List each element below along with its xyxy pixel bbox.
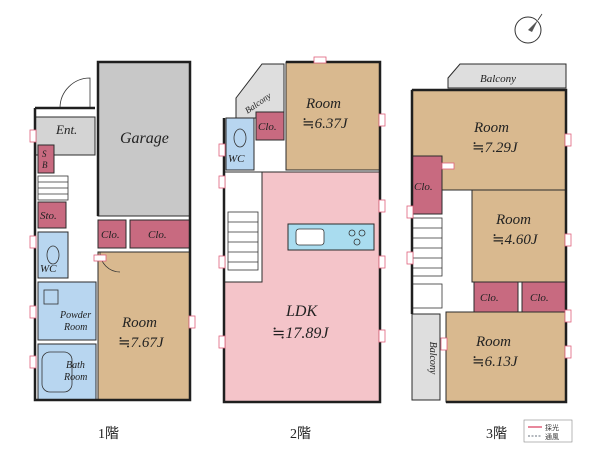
storage-closet bbox=[37, 201, 67, 229]
window-mark bbox=[29, 235, 37, 249]
room-3b bbox=[471, 189, 567, 283]
ldk-size: ≒17.89J bbox=[272, 325, 329, 342]
sto-label: Sto. bbox=[40, 210, 57, 222]
room-2-name: Room bbox=[305, 96, 341, 112]
closet-1b bbox=[129, 219, 191, 249]
legend-vent-label: 通風 bbox=[545, 432, 559, 441]
bath-label-2: Room bbox=[63, 372, 87, 383]
window-mark bbox=[564, 133, 572, 147]
room-3b-name: Room bbox=[495, 212, 531, 228]
floor-3-label: 3階 bbox=[486, 426, 507, 442]
washbasin bbox=[43, 289, 59, 305]
kitchen-counter bbox=[287, 223, 375, 251]
room-3c-name: Room bbox=[475, 334, 511, 350]
burner-icon bbox=[358, 229, 366, 237]
clo-3c-label: Clo. bbox=[530, 292, 549, 304]
window-mark bbox=[564, 309, 572, 323]
window-mark bbox=[29, 129, 37, 143]
sink-icon bbox=[295, 228, 325, 246]
window-mark bbox=[378, 255, 386, 269]
wc-2 bbox=[225, 117, 255, 171]
garage-label: Garage bbox=[120, 130, 169, 147]
window-mark bbox=[378, 113, 386, 127]
window-mark bbox=[218, 143, 226, 157]
window-mark bbox=[29, 355, 37, 369]
window-mark bbox=[406, 251, 414, 265]
clo-3a-label: Clo. bbox=[414, 181, 433, 193]
wc-1 bbox=[37, 231, 69, 279]
floor-1-label: 1階 bbox=[98, 426, 119, 442]
window-mark bbox=[378, 199, 386, 213]
wc-2-label: WC bbox=[228, 153, 245, 165]
ent-label: Ent. bbox=[55, 122, 77, 137]
legend-light-label: 採光 bbox=[545, 423, 559, 432]
ldk-name: LDK bbox=[285, 303, 318, 320]
room-1-name: Room bbox=[121, 315, 157, 331]
toilet-1 bbox=[46, 245, 60, 265]
room-2-size: ≒6.37J bbox=[302, 116, 349, 132]
balcony-3-top bbox=[447, 63, 567, 89]
balcony-3-top-label: Balcony bbox=[480, 73, 516, 85]
wc-1-label: WC bbox=[40, 263, 57, 275]
window-mark bbox=[440, 337, 448, 351]
bath-label-1: Bath bbox=[66, 360, 85, 371]
window-mark bbox=[218, 175, 226, 189]
stair-hall-2 bbox=[223, 171, 263, 283]
window-mark bbox=[218, 255, 226, 269]
floor-2-label: 2階 bbox=[290, 426, 311, 442]
window-mark bbox=[188, 315, 196, 329]
stairs-3 bbox=[411, 217, 443, 309]
window-mark bbox=[313, 56, 327, 64]
burner-icon bbox=[353, 238, 361, 246]
room-3c-size: ≒6.13J bbox=[472, 354, 519, 370]
sb-label-s: S bbox=[42, 149, 47, 159]
room-2 bbox=[285, 61, 381, 171]
room-3c bbox=[445, 311, 567, 403]
powder-room bbox=[37, 281, 97, 341]
toilet-2 bbox=[233, 128, 247, 148]
closet-2 bbox=[255, 111, 285, 141]
powder-label-2: Room bbox=[63, 322, 87, 333]
floor-1: Ent. Garage S B Sto. WC Powder Room Bath… bbox=[33, 60, 192, 442]
stairs-1 bbox=[37, 175, 69, 201]
balcony-3-side-label: Balcony bbox=[427, 342, 438, 375]
window-mark bbox=[93, 254, 107, 262]
closet-1a bbox=[97, 219, 127, 249]
sb-label-b: B bbox=[42, 160, 48, 170]
entry-door-swing bbox=[59, 77, 91, 109]
window-mark bbox=[441, 162, 455, 170]
burner-icon bbox=[348, 229, 356, 237]
north-arrow-icon bbox=[514, 13, 543, 44]
garage bbox=[97, 61, 191, 217]
powder-label-1: Powder bbox=[59, 310, 91, 321]
room-1 bbox=[97, 251, 191, 401]
bathtub bbox=[41, 351, 73, 393]
room-3a-size: ≒7.29J bbox=[472, 140, 519, 156]
window-mark bbox=[564, 233, 572, 247]
stairs-2 bbox=[227, 211, 259, 271]
shoe-box bbox=[37, 144, 55, 174]
legend: 採光 通風 bbox=[523, 419, 573, 443]
window-mark bbox=[564, 345, 572, 359]
closet-3b bbox=[473, 281, 519, 313]
floor-2: Balcony Clo. WC Room ≒6.37J LDK ≒17.89J … bbox=[222, 60, 382, 442]
window-mark bbox=[29, 305, 37, 319]
window-mark bbox=[218, 335, 226, 349]
clo-1a-label: Clo. bbox=[101, 229, 120, 241]
clo-1b-label: Clo. bbox=[148, 229, 167, 241]
room-1-size: ≒7.67J bbox=[118, 335, 165, 351]
room-3b-size: ≒4.60J bbox=[492, 232, 539, 248]
clo-3b-label: Clo. bbox=[480, 292, 499, 304]
window-mark bbox=[378, 329, 386, 343]
floor-3: Balcony Room ≒7.29J Clo. Room ≒4.60J Clo… bbox=[410, 63, 568, 442]
balcony-3-side bbox=[411, 313, 441, 401]
room-3a-name: Room bbox=[473, 120, 509, 136]
clo-2-label: Clo. bbox=[258, 121, 277, 133]
balcony-2 bbox=[235, 63, 285, 119]
window-marks bbox=[29, 56, 572, 369]
window-mark bbox=[406, 205, 414, 219]
